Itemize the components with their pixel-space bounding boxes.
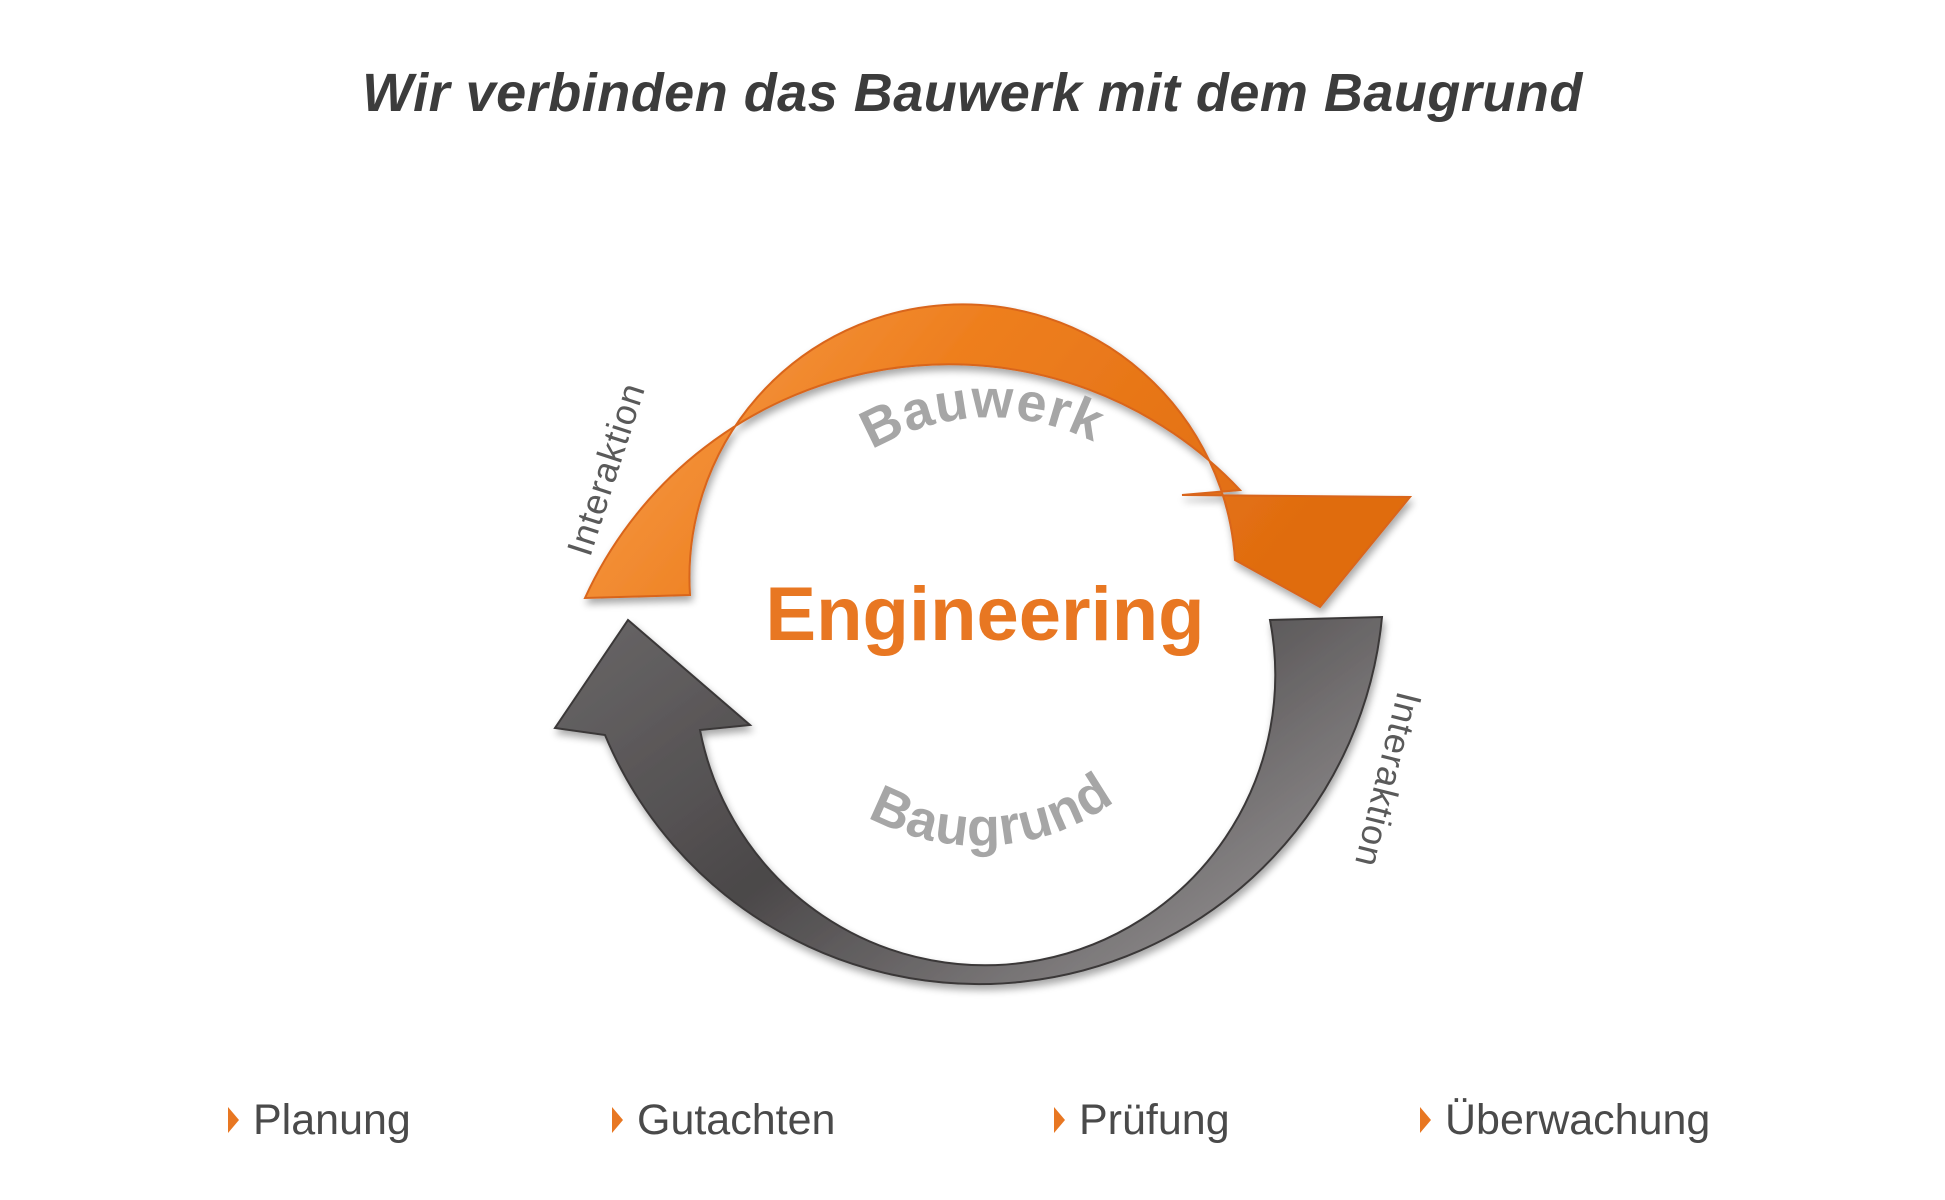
chevron-right-icon — [1420, 1107, 1431, 1133]
service-item-pruefung: Prüfung — [1054, 1085, 1230, 1155]
service-item-ueberwachung: Überwachung — [1420, 1085, 1710, 1155]
chevron-right-icon — [612, 1107, 623, 1133]
top-inner-label: Bauwerk — [851, 369, 1114, 460]
service-label: Prüfung — [1079, 1095, 1230, 1144]
chevron-right-icon — [228, 1107, 239, 1133]
top-orange-arrow — [583, 303, 1413, 609]
service-label: Überwachung — [1445, 1095, 1711, 1144]
chevron-right-icon — [1054, 1107, 1065, 1133]
services-list: Planung Gutachten Prüfung Überwachung — [0, 1085, 1945, 1155]
center-label: Engineering — [765, 572, 1204, 657]
service-item-planung: Planung — [228, 1085, 411, 1155]
bottom-gray-arrow — [553, 615, 1384, 986]
service-label: Gutachten — [637, 1095, 836, 1144]
headline: Wir verbinden das Bauwerk mit dem Baugru… — [362, 63, 1583, 123]
bottom-inner-label: Baugrund — [862, 761, 1123, 858]
service-label: Planung — [253, 1095, 411, 1144]
service-item-gutachten: Gutachten — [612, 1085, 835, 1155]
